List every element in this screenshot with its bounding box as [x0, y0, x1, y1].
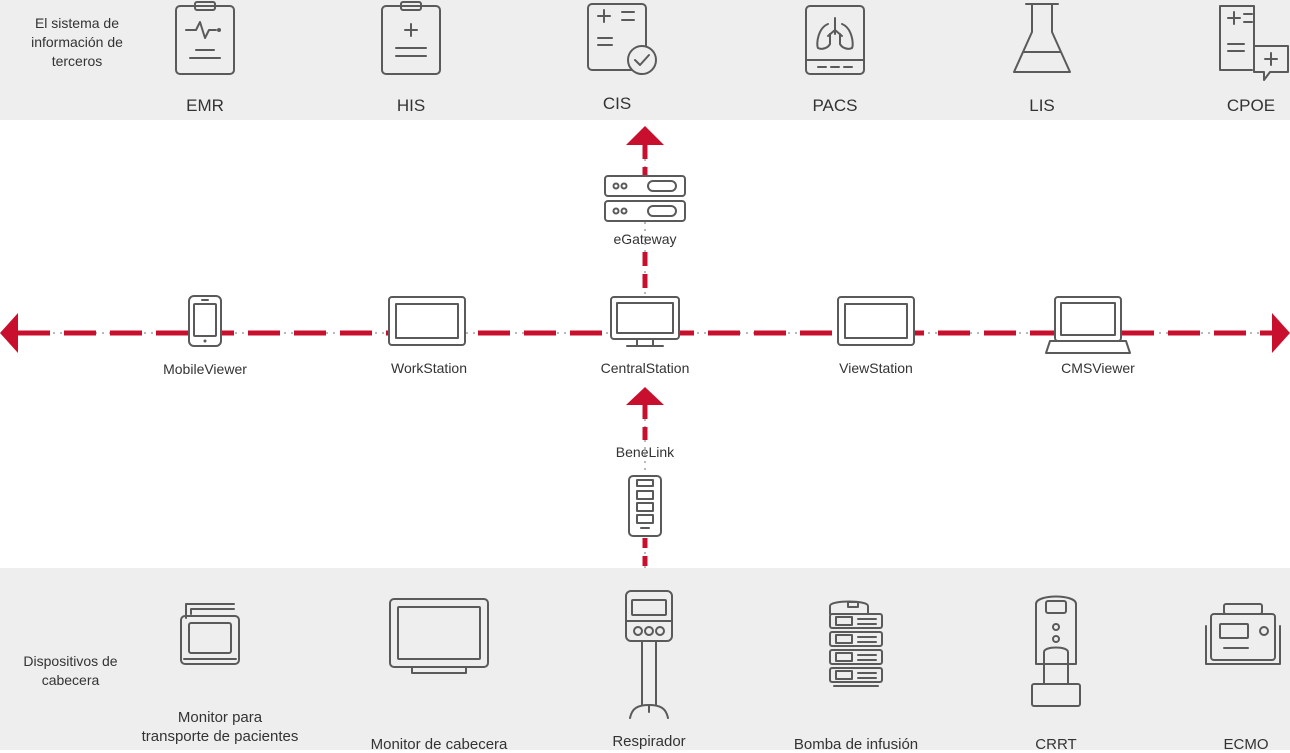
arrow-up-icon: [626, 387, 664, 405]
station-label-workstation: WorkStation: [391, 360, 467, 376]
system-label-pacs: PACS: [812, 96, 858, 115]
third-party-label: El sistema de información de terceros: [31, 15, 123, 69]
system-label-his: HIS: [396, 96, 426, 115]
device-label-crrt: CRRT: [1035, 736, 1077, 753]
device-label-ecmo: ECMO: [1223, 736, 1269, 753]
system-label-lis: LIS: [1029, 96, 1055, 115]
system-label-cpoe: CPOE: [1226, 96, 1276, 115]
bedside-label: Dispositivos de cabecera: [23, 653, 118, 688]
device-label-ventilator: Respirador: [612, 733, 686, 750]
arrow-up-icon: [626, 126, 664, 145]
egateway-label: eGateway: [613, 231, 677, 247]
station-label-cmsviewer: CMSViewer: [1061, 360, 1135, 376]
station-label-centralstation: CentralStation: [600, 360, 690, 376]
device-label-transport-monitor: Monitor para transporte de pacientes: [141, 709, 299, 745]
arrow-left-icon: [0, 313, 18, 353]
station-label-viewstation: ViewStation: [839, 360, 913, 376]
system-label-cis: CIS: [602, 94, 632, 113]
benelink-label: BeneLink: [615, 444, 675, 460]
device-label-infusion-pump: Bomba de infusión: [793, 736, 919, 753]
device-label-bedside-monitor: Monitor de cabecera: [370, 736, 508, 753]
station-label-mobileviewer: MobileViewer: [163, 361, 247, 377]
system-label-emr: EMR: [186, 96, 224, 115]
arrow-right-icon: [1272, 313, 1290, 353]
